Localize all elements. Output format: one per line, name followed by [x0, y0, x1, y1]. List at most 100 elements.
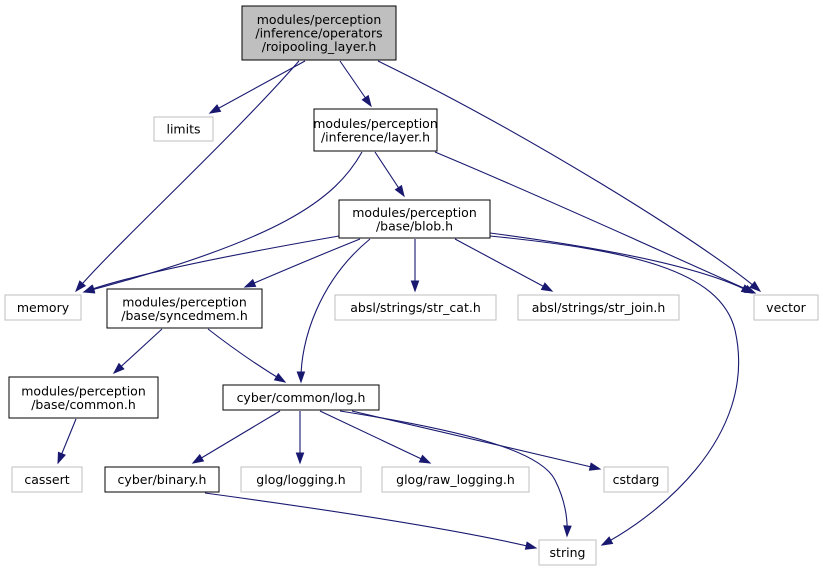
arrowhead — [75, 280, 87, 293]
node-label-line: string — [550, 545, 586, 560]
node-roipooling[interactable]: modules/perception/inference/operators/r… — [241, 5, 397, 61]
node-label-line: modules/perception — [352, 205, 477, 220]
edge-log-to-glog_logging — [295, 411, 305, 465]
edge-blob-to-memory — [82, 235, 340, 293]
arrowhead — [273, 372, 287, 383]
node-box — [153, 116, 214, 142]
node-label-line: cstdarg — [613, 472, 660, 487]
arrowhead — [361, 94, 372, 108]
edge-log-to-cstdarg — [351, 410, 602, 471]
edge-layer-to-blob — [374, 151, 405, 198]
node-raw_logging: glog/raw_logging.h — [381, 466, 530, 493]
node-box — [538, 539, 597, 566]
node-label-line: cyber/binary.h — [118, 472, 207, 487]
edge-blob-to-vector — [489, 232, 754, 294]
node-glog_logging: glog/logging.h — [240, 466, 362, 493]
node-common[interactable]: modules/perception/base/common.h — [8, 376, 159, 419]
node-box — [222, 384, 380, 411]
node-label-line: memory — [17, 300, 70, 315]
node-string: string — [538, 539, 597, 566]
node-box — [517, 294, 680, 321]
arrowhead — [540, 282, 554, 292]
edge-roipooling-to-memory — [75, 60, 300, 293]
arrowhead — [208, 104, 222, 114]
node-label-line: vector — [766, 300, 807, 315]
arrowhead — [295, 452, 305, 465]
node-label-line: glog/logging.h — [256, 472, 345, 487]
node-blob[interactable]: modules/perception/base/blob.h — [338, 199, 491, 239]
edge-roipooling-to-layer — [339, 60, 372, 108]
node-label-line: /base/blob.h — [376, 218, 453, 233]
arrowhead — [112, 362, 125, 374]
arrowhead — [524, 541, 538, 550]
node-str_join: absl/strings/str_join.h — [517, 294, 680, 321]
node-label-line: modules/perception — [257, 12, 382, 27]
node-str_cat: absl/strings/str_cat.h — [334, 294, 497, 321]
node-label-line: absl/strings/str_join.h — [532, 300, 666, 315]
edge-blob-to-str_cat — [410, 239, 420, 293]
arrowhead — [418, 454, 432, 464]
node-label-line: absl/strings/str_cat.h — [350, 300, 481, 315]
node-label-line: /roipooling_layer.h — [262, 39, 377, 54]
node-label-line: /base/syncedmem.h — [121, 308, 248, 323]
arrowhead — [296, 371, 306, 384]
edge-blob-to-syncedmem — [243, 238, 361, 288]
node-box — [104, 466, 220, 493]
arrowhead — [410, 280, 420, 293]
arrowhead — [82, 284, 96, 293]
edge-blob-to-str_join — [454, 238, 554, 292]
arrowhead — [588, 462, 602, 471]
node-label-line: limits — [166, 122, 200, 137]
node-layer[interactable]: modules/perception/inference/layer.h — [313, 108, 438, 152]
node-box — [753, 294, 819, 321]
node-syncedmem[interactable]: modules/perception/base/syncedmem.h — [106, 288, 263, 329]
edge-blob-to-log — [296, 238, 371, 384]
node-box — [603, 466, 669, 493]
edge-log-to-binary — [191, 410, 281, 464]
node-cstdarg: cstdarg — [603, 466, 669, 493]
node-box — [338, 199, 491, 239]
node-label-line: modules/perception — [21, 383, 146, 398]
arrowhead — [563, 525, 572, 538]
node-label-line: /base/common.h — [31, 397, 136, 412]
edge-log-to-raw_logging — [319, 410, 432, 464]
node-box — [313, 108, 438, 152]
edge-syncedmem-to-common — [112, 328, 163, 374]
node-label-line: /inference/layer.h — [321, 129, 430, 144]
arrowhead — [600, 536, 614, 546]
node-label-line: cassert — [24, 472, 69, 487]
node-label-line: glog/raw_logging.h — [396, 472, 515, 487]
node-limits: limits — [153, 116, 214, 142]
edge-binary-to-string — [204, 492, 538, 550]
node-vector: vector — [753, 294, 819, 321]
node-log[interactable]: cyber/common/log.h — [222, 384, 380, 411]
node-box — [11, 466, 83, 493]
arrowhead — [57, 451, 66, 465]
node-label-line: modules/perception — [313, 116, 438, 131]
edge-layer-to-memory — [82, 151, 363, 294]
arrowhead — [394, 184, 405, 198]
edge-common-to-cassert — [57, 418, 77, 465]
edges-layer — [57, 60, 762, 550]
node-memory: memory — [4, 294, 82, 321]
edge-log-to-string — [339, 410, 572, 538]
edge-roipooling-to-limits — [208, 60, 306, 114]
arrowhead — [740, 284, 754, 294]
edge-syncedmem-to-log — [207, 328, 287, 383]
edge-roipooling-to-vector — [377, 60, 762, 292]
node-label-line: /inference/operators — [255, 26, 382, 41]
node-box — [106, 288, 263, 329]
node-label-line: modules/perception — [122, 294, 247, 309]
node-box — [241, 5, 397, 61]
edge-blob-to-string — [489, 235, 740, 546]
arrowhead — [191, 453, 205, 464]
node-box — [240, 466, 362, 493]
arrowhead — [243, 278, 257, 288]
node-box — [4, 294, 82, 321]
node-label-line: cyber/common/log.h — [237, 390, 366, 405]
nodes-layer: modules/perception/inference/operators/r… — [4, 5, 819, 566]
node-binary[interactable]: cyber/binary.h — [104, 466, 220, 493]
node-box — [8, 376, 159, 419]
node-box — [381, 466, 530, 493]
